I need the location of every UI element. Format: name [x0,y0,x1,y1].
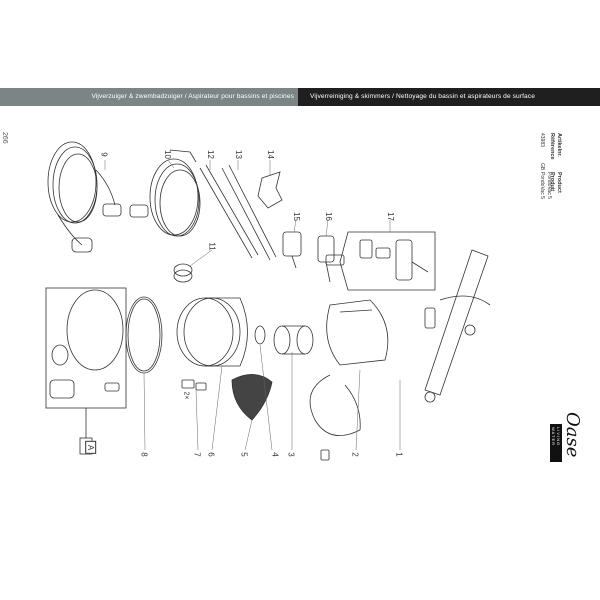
callout-7: 7 [192,452,202,457]
callout-1: 1 [394,452,404,457]
brand-tagline: LIVING WATER [550,424,562,462]
header-right-text: Vijverreiniging & skimmers / Nettoyage d… [310,93,535,100]
part-9-hose [47,141,122,253]
callout-a: A [85,440,97,455]
header-band-right: Vijverreiniging & skimmers / Nettoyage d… [298,88,600,106]
header-band-left: Vijverzuiger & zwembadzuiger / Aspirateu… [0,88,298,106]
part-10-hose [129,149,201,237]
part-17-nozzle-set [339,231,436,291]
part-14-cloth [257,171,283,209]
callout-10: 10 [162,150,172,159]
part-16-nozzle [317,235,345,283]
part-13-tube [221,164,277,261]
part-3-cylinder [273,325,314,355]
part-7-clips [181,379,207,391]
part-12-tube [199,164,259,259]
leader-lines [104,159,401,451]
callout-15: 15 [291,212,301,221]
callout-4: 4 [270,452,280,457]
part-4-disc [254,325,266,345]
callout-17: 17 [385,212,395,221]
callout-5: 5 [239,452,249,457]
part-1-frame [424,249,491,403]
part-6-bowl [176,297,248,367]
callout-16: 16 [323,212,333,221]
callout-2: 2 [350,452,360,457]
quantity-note: 2× [182,391,190,400]
callout-9: 9 [99,152,109,157]
callout-3: 3 [286,452,296,457]
oase-logo: Oase [562,412,583,457]
callout-8: 8 [139,452,149,457]
part-8-ring [125,296,163,374]
callout-13: 13 [233,150,243,159]
part-15-nozzle [282,231,302,269]
callout-14: 14 [265,150,275,159]
part-5-filter-bag [231,374,273,421]
brand-name: Oase [562,412,583,458]
part-2-motor-unit [309,299,389,461]
callout-12: 12 [205,150,215,159]
part-11-cap [173,263,193,283]
callout-11: 11 [207,242,217,251]
part-8-ring-inner [127,298,161,372]
detail-box-a [45,287,127,455]
header-left-text: Vijverzuiger & zwembadzuiger / Aspirateu… [91,93,294,100]
callout-6: 6 [206,452,216,457]
